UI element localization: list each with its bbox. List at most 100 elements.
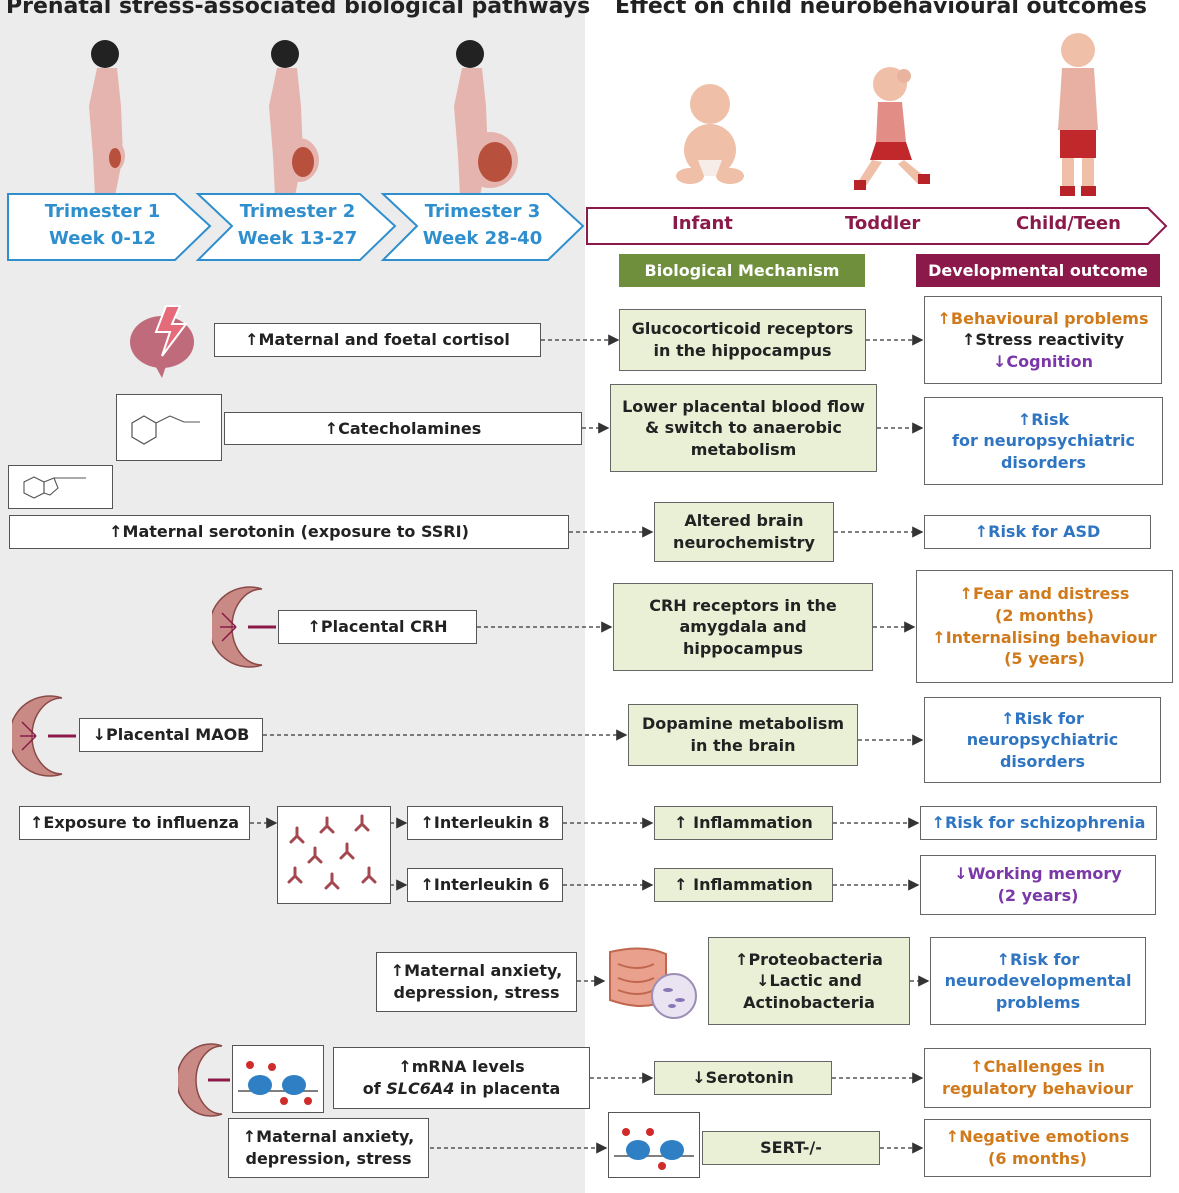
outcome-line: ↓Working memory bbox=[954, 864, 1122, 884]
outcome-maob: ↑Risk for neuropsychiatric disorders bbox=[924, 697, 1161, 783]
age-timeline-arrow bbox=[586, 207, 1168, 245]
trimester-1-chevron bbox=[7, 193, 212, 261]
outcome-line: (6 months) bbox=[988, 1149, 1087, 1168]
child-icon bbox=[1058, 33, 1098, 196]
gene-name: SLC6A4 bbox=[386, 1079, 455, 1098]
mechanism-line: hippocampus bbox=[682, 638, 804, 658]
pathway-cortisol: ↑Maternal and foetal cortisol bbox=[214, 323, 541, 357]
dna-methylation-icon bbox=[608, 1112, 700, 1178]
trimester-weeks: Week 13-27 bbox=[237, 228, 358, 249]
outcome-line: (2 years) bbox=[997, 886, 1079, 905]
trimester-3-label: Trimester 3 Week 28-40 bbox=[400, 198, 565, 252]
outcome-catecholamines: ↑Risk for neuropsychiatric disorders bbox=[924, 397, 1163, 485]
trimester-weeks: Week 28-40 bbox=[422, 228, 543, 249]
pathway-text: in placenta bbox=[454, 1079, 561, 1098]
placenta-icon bbox=[212, 586, 276, 668]
pathway-crh: ↑Placental CRH bbox=[278, 610, 477, 644]
mechanism-inflammation-il6: ↑ Inflammation bbox=[654, 868, 833, 902]
mechanism-serotonin-decrease: ↓Serotonin bbox=[654, 1061, 832, 1095]
pathway-line: depression, stress bbox=[245, 1149, 412, 1168]
stage-toddler: Toddler bbox=[845, 213, 921, 234]
developmental-outcome-tag: Developmental outcome bbox=[916, 254, 1160, 287]
mechanism-line: ↓Lactic and bbox=[756, 971, 862, 991]
outcome-line: ↓Cognition bbox=[993, 351, 1093, 371]
outcome-line: ↑Stress reactivity bbox=[961, 330, 1125, 350]
outcome-regulatory: ↑Challenges in regulatory behaviour bbox=[924, 1048, 1151, 1108]
mechanism-dopamine: Dopamine metabolism in the brain bbox=[628, 704, 858, 766]
outcome-line: disorders bbox=[999, 751, 1086, 771]
left-heading: Prenatal stress-associated biological pa… bbox=[6, 0, 591, 19]
gut-microbiome-icon bbox=[609, 947, 697, 1019]
mechanism-line: Actinobacteria bbox=[743, 992, 875, 1012]
pathway-line: of SLC6A4 in placenta bbox=[363, 1078, 561, 1100]
mechanism-line: Altered brain bbox=[684, 511, 804, 531]
mechanism-line: neurochemistry bbox=[673, 533, 815, 552]
outcome-line: disorders bbox=[1000, 452, 1087, 472]
outcome-line: ↑Behavioural problems bbox=[937, 308, 1149, 328]
mechanism-crh-receptors: CRH receptors in the amygdala and hippoc… bbox=[613, 583, 873, 671]
trimester-1-label: Trimester 1 Week 0-12 bbox=[20, 198, 185, 252]
outcome-line: ↑Risk bbox=[1017, 409, 1070, 429]
mechanism-glucocorticoid: Glucocorticoid receptors in the hippocam… bbox=[619, 309, 866, 371]
mechanism-line: CRH receptors in the bbox=[649, 595, 837, 615]
outcome-neurodevelopmental: ↑Risk for neurodevelopmental problems bbox=[930, 937, 1146, 1025]
mechanism-line: amygdala and bbox=[679, 617, 807, 637]
outcome-line: for neuropsychiatric bbox=[952, 431, 1135, 451]
placenta-icon bbox=[178, 1043, 230, 1117]
trimester-weeks: Week 0-12 bbox=[49, 228, 156, 249]
pregnant-woman-icon bbox=[89, 40, 125, 196]
stage-infant: Infant bbox=[672, 213, 733, 234]
trimester-2-chevron bbox=[195, 193, 397, 261]
outcome-working-memory: ↓Working memory (2 years) bbox=[920, 855, 1156, 915]
dna-methylation-icon bbox=[232, 1045, 324, 1113]
pathway-maternal-anxiety-microbiome: ↑Maternal anxiety, depression, stress bbox=[376, 952, 577, 1012]
mechanism-line: in the hippocampus bbox=[653, 341, 832, 360]
outcome-line: ↑Challenges in bbox=[970, 1057, 1105, 1077]
brain-stress-icon bbox=[130, 305, 194, 378]
pathway-serotonin: ↑Maternal serotonin (exposure to SSRI) bbox=[9, 515, 569, 549]
outcome-line: neuropsychiatric bbox=[966, 730, 1119, 750]
trimester-name: Trimester 3 bbox=[424, 201, 541, 222]
antibody-icon bbox=[277, 806, 391, 904]
stage-child-teen: Child/Teen bbox=[1016, 213, 1121, 234]
pregnant-woman-icon bbox=[454, 40, 518, 196]
trimester-3-chevron bbox=[380, 193, 585, 261]
outcome-line: (5 years) bbox=[1004, 649, 1085, 669]
outcome-line: regulatory behaviour bbox=[941, 1079, 1134, 1098]
pathway-line: ↑Maternal anxiety, bbox=[242, 1127, 415, 1147]
placenta-icon bbox=[12, 695, 76, 777]
mechanism-line: in the brain bbox=[690, 736, 796, 755]
right-heading: Effect on child neurobehavioural outcome… bbox=[615, 0, 1147, 19]
infant-icon bbox=[676, 84, 744, 184]
mechanism-placental-blood-flow: Lower placental blood flow & switch to a… bbox=[610, 384, 877, 472]
pathway-interleukin-6: ↑Interleukin 6 bbox=[407, 868, 563, 902]
catecholamine-structure-icon bbox=[116, 394, 222, 461]
pathway-influenza: ↑Exposure to influenza bbox=[19, 806, 250, 840]
mechanism-line: Lower placental blood flow bbox=[622, 396, 865, 416]
pathway-maob: ↓Placental MAOB bbox=[79, 718, 263, 752]
outcome-line: problems bbox=[995, 992, 1081, 1012]
pathway-slc6a4: ↑mRNA levels of SLC6A4 in placenta bbox=[333, 1047, 590, 1109]
trimester-name: Trimester 1 bbox=[44, 201, 161, 222]
mechanism-inflammation-il8: ↑ Inflammation bbox=[654, 806, 833, 840]
mechanism-line: ↑Proteobacteria bbox=[735, 949, 883, 969]
mechanism-sert: SERT-/- bbox=[702, 1131, 880, 1165]
mechanism-line: & switch to anaerobic bbox=[645, 418, 842, 438]
pathway-catecholamines: ↑Catecholamines bbox=[224, 412, 582, 445]
biological-mechanism-tag: Biological Mechanism bbox=[619, 254, 865, 287]
trimester-2-label: Trimester 2 Week 13-27 bbox=[215, 198, 380, 252]
outcome-cortisol: ↑Behavioural problems ↑Stress reactivity… bbox=[924, 296, 1162, 384]
pathway-maternal-anxiety-sert: ↑Maternal anxiety, depression, stress bbox=[228, 1118, 429, 1178]
mechanism-line: Glucocorticoid receptors bbox=[631, 319, 854, 339]
mechanism-line: metabolism bbox=[690, 439, 797, 459]
pathway-interleukin-8: ↑Interleukin 8 bbox=[407, 806, 563, 840]
mechanism-brain-neurochemistry: Altered brain neurochemistry bbox=[654, 502, 834, 562]
pathway-line: ↑Maternal anxiety, bbox=[390, 961, 563, 981]
trimester-name: Trimester 2 bbox=[239, 201, 356, 222]
outcome-line: (2 months) bbox=[995, 605, 1094, 625]
mechanism-microbiota: ↑Proteobacteria ↓Lactic and Actinobacter… bbox=[708, 937, 910, 1025]
pathway-line: depression, stress bbox=[393, 983, 560, 1002]
outcome-line: ↑Internalising behaviour bbox=[932, 627, 1157, 647]
outcome-schizophrenia: ↑Risk for schizophrenia bbox=[920, 806, 1157, 840]
